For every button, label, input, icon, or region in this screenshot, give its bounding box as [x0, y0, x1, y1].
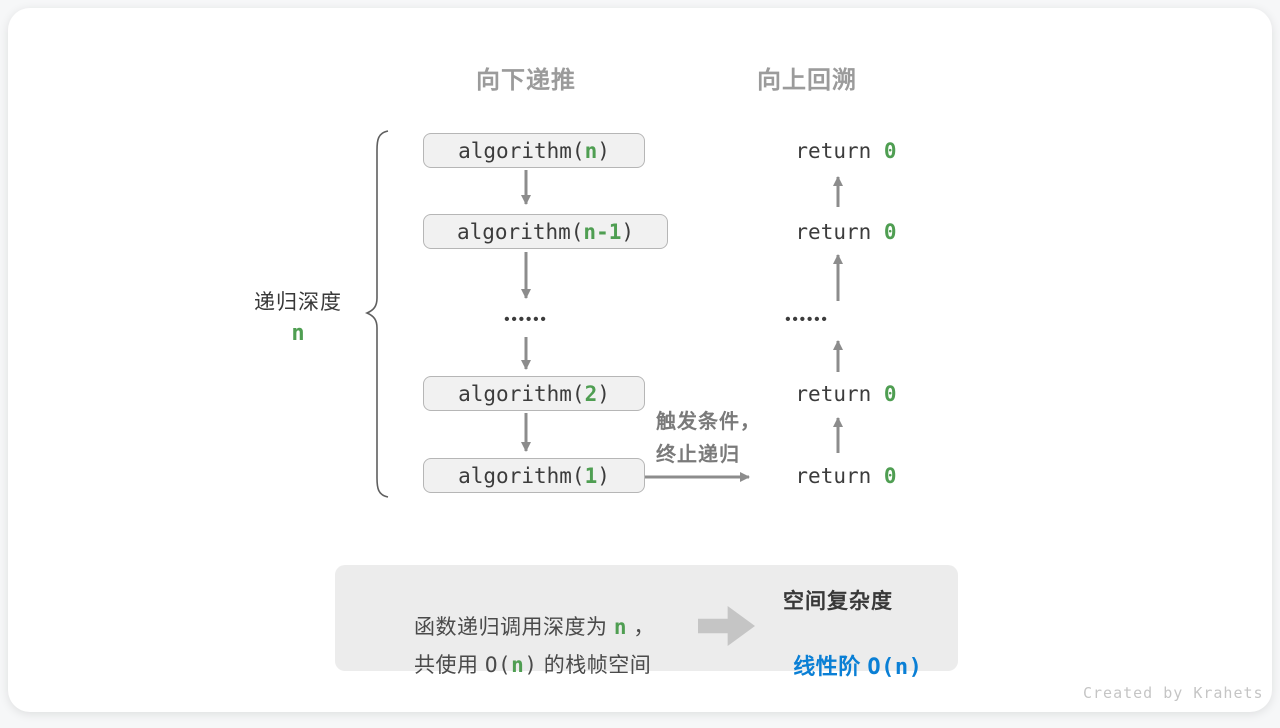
call-arg: n-1: [583, 220, 621, 244]
ellipsis-left: ••••••: [415, 311, 637, 328]
call-text: algorithm(: [458, 464, 584, 488]
call-text: algorithm(: [457, 220, 583, 244]
call-box-n: algorithm(n): [423, 133, 645, 168]
header-upward-backtrack: 向上回溯: [727, 60, 887, 95]
implies-arrow-icon: [698, 606, 755, 646]
call-text: ): [597, 139, 610, 163]
ellipsis-right: ••••••: [727, 311, 887, 328]
return-text: return: [795, 464, 884, 488]
return-value: 0: [884, 382, 897, 406]
call-text: ): [597, 382, 610, 406]
call-text: ): [621, 220, 634, 244]
return-row-1: return 0: [766, 136, 926, 166]
call-text: ): [597, 464, 610, 488]
call-box-1: algorithm(1): [423, 458, 645, 493]
space-complexity-title: 空间复杂度: [763, 585, 913, 615]
summary-box: 函数递归调用深度为 n ， 共使用 O(n) 的栈帧空间 空间复杂度 线性阶 O…: [335, 565, 958, 671]
diagram-card: 向下递推 向上回溯 algorithm(n) algorithm(n-1) ••…: [8, 8, 1272, 712]
return-row-2: return 0: [766, 217, 926, 247]
trigger-note-line1: 触发条件，: [656, 405, 761, 434]
call-box-n-1: algorithm(n-1): [423, 214, 668, 249]
call-arg: n: [585, 139, 598, 163]
call-text: algorithm(: [458, 139, 584, 163]
call-box-2: algorithm(2): [423, 376, 645, 411]
watermark: Created by Krahets: [1083, 684, 1264, 702]
call-arg: 2: [585, 382, 598, 406]
call-arg: 1: [585, 464, 598, 488]
trigger-note-line2: 终止递归: [656, 438, 740, 467]
depth-brace: [367, 131, 388, 497]
return-row-3: return 0: [766, 379, 926, 409]
return-row-4: return 0: [766, 461, 926, 491]
header-downward-recursion: 向下递推: [415, 60, 637, 95]
recursion-depth-var: n: [238, 320, 358, 346]
summary-line-2: 共使用 O(n) 的栈帧空间: [376, 625, 651, 703]
return-value: 0: [884, 220, 897, 244]
return-text: return: [795, 220, 884, 244]
recursion-depth-label: 递归深度: [238, 286, 358, 316]
call-text: algorithm(: [458, 382, 584, 406]
space-complexity-result: 线性阶 O(n): [748, 623, 928, 707]
return-text: return: [795, 382, 884, 406]
return-value: 0: [884, 139, 897, 163]
return-text: return: [795, 139, 884, 163]
return-value: 0: [884, 464, 897, 488]
